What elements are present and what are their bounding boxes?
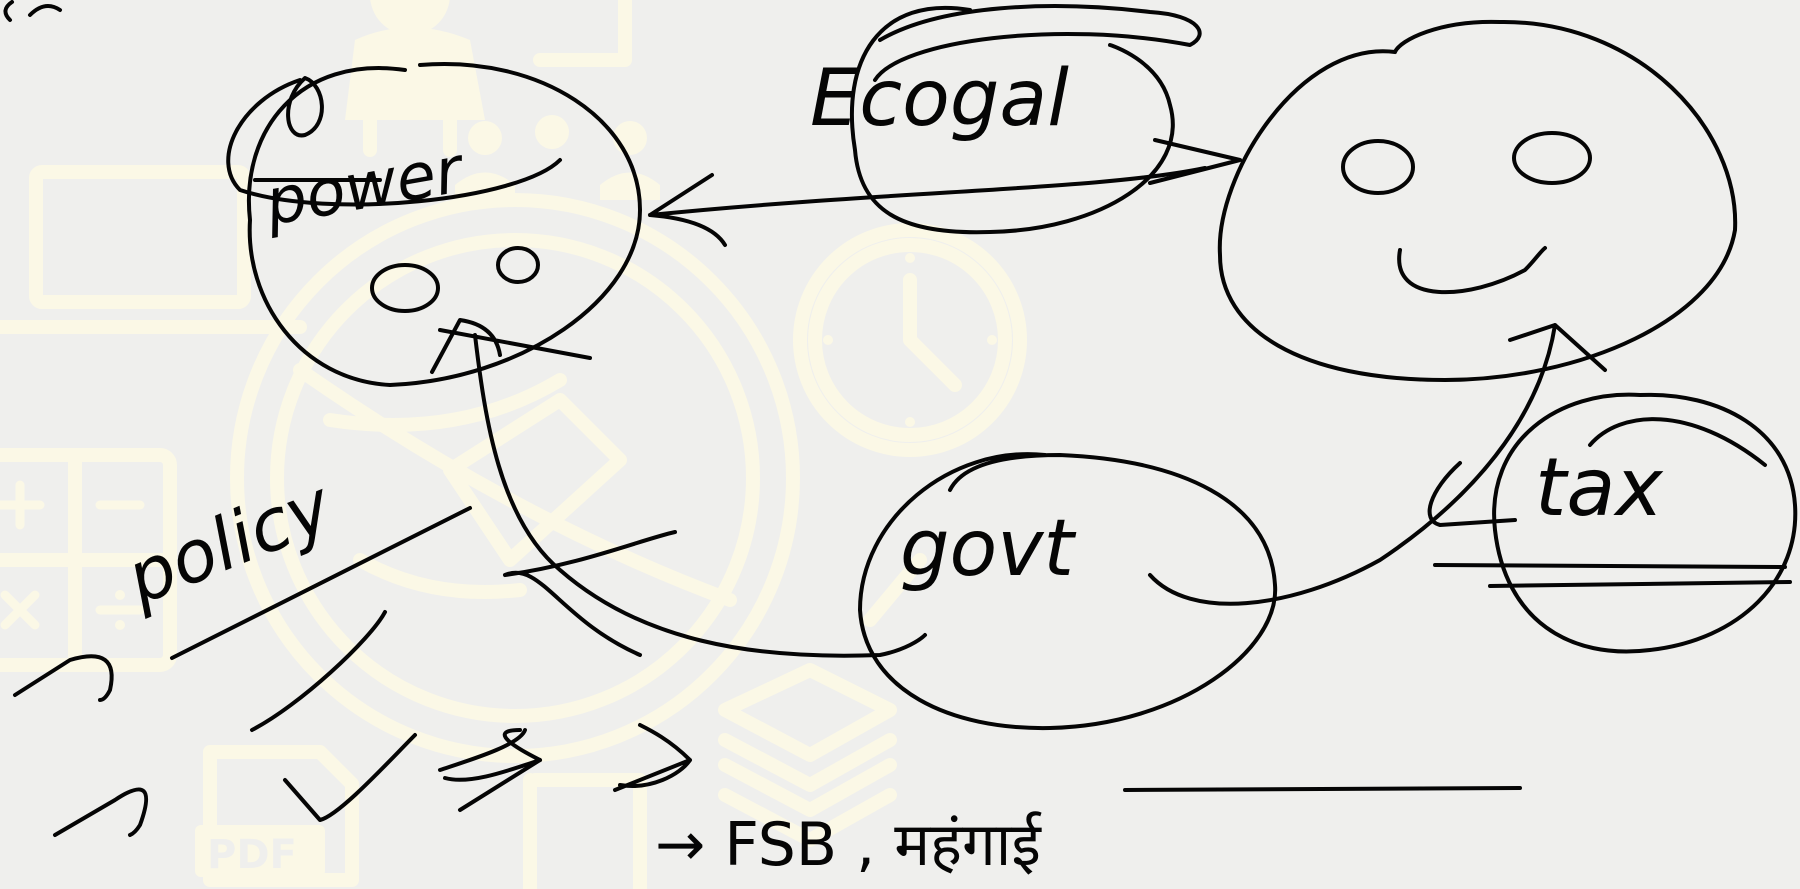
laptop-icon <box>0 165 307 334</box>
power-to-govt-curve <box>473 333 927 658</box>
ecogal-cap <box>873 4 1202 82</box>
power-ring <box>226 78 562 207</box>
power-right-eye <box>496 246 540 284</box>
smiley-head-outline <box>1217 19 1738 382</box>
power-head-outline <box>246 62 642 387</box>
center-scribble <box>503 530 677 657</box>
pdf-file-icon: PDF <box>195 745 647 889</box>
tick-mark-2 <box>283 733 417 822</box>
govt-to-smiley-arrow <box>1148 323 1607 606</box>
tick-mark-1 <box>250 610 387 732</box>
ecogal-outline <box>849 5 1175 235</box>
fsb-overline <box>1123 786 1522 792</box>
policy-label: policy <box>114 463 344 621</box>
pencil-icon <box>353 393 627 599</box>
ecogal-to-power-arrow <box>648 166 1207 247</box>
bottom-left-arrow <box>53 787 149 837</box>
tick-mark-3 <box>438 728 542 782</box>
person-icon <box>345 0 632 157</box>
power-face: power <box>226 62 642 387</box>
smiley-left-eye <box>1341 139 1415 195</box>
power-left-eye <box>370 263 440 313</box>
policy-bullet-arrow <box>13 654 114 702</box>
tick-mark-5 <box>613 723 692 792</box>
power-o-loop <box>286 76 324 138</box>
tax-circle: tax <box>1427 392 1798 654</box>
govt-bubble: govt <box>858 452 1278 731</box>
smiley-face <box>1217 19 1738 382</box>
clock-icon <box>793 223 1027 457</box>
ecogal-tail <box>1148 138 1242 185</box>
bottom-ticks <box>53 610 692 837</box>
globe-icon <box>230 193 800 763</box>
ecogal-label: Ecogal <box>810 54 1069 144</box>
ecogal-bubble: Ecogal <box>810 4 1242 235</box>
tax-cross <box>1427 461 1517 527</box>
smiley-right-eye <box>1512 131 1592 185</box>
policy-strike <box>170 506 472 660</box>
tax-underline-2 <box>1488 580 1792 588</box>
corner-scribble <box>3 0 62 22</box>
power-nose <box>430 318 592 374</box>
power-label: power <box>259 133 471 241</box>
tick-mark-4 <box>458 758 542 812</box>
policy-note: policy <box>13 463 472 702</box>
govt-outline <box>858 452 1278 731</box>
tax-outline <box>1492 392 1798 654</box>
govt-label: govt <box>900 504 1076 594</box>
smiley-mouth <box>1397 246 1547 295</box>
calculator-icon <box>0 448 177 672</box>
books-icon <box>718 553 927 847</box>
pdf-label: PDF <box>207 832 297 878</box>
tax-label: tax <box>1535 441 1664 534</box>
fsb-line: → FSB , महंगाई <box>655 810 1042 880</box>
tax-underline-1 <box>1433 563 1787 569</box>
tax-arc <box>1588 417 1767 467</box>
